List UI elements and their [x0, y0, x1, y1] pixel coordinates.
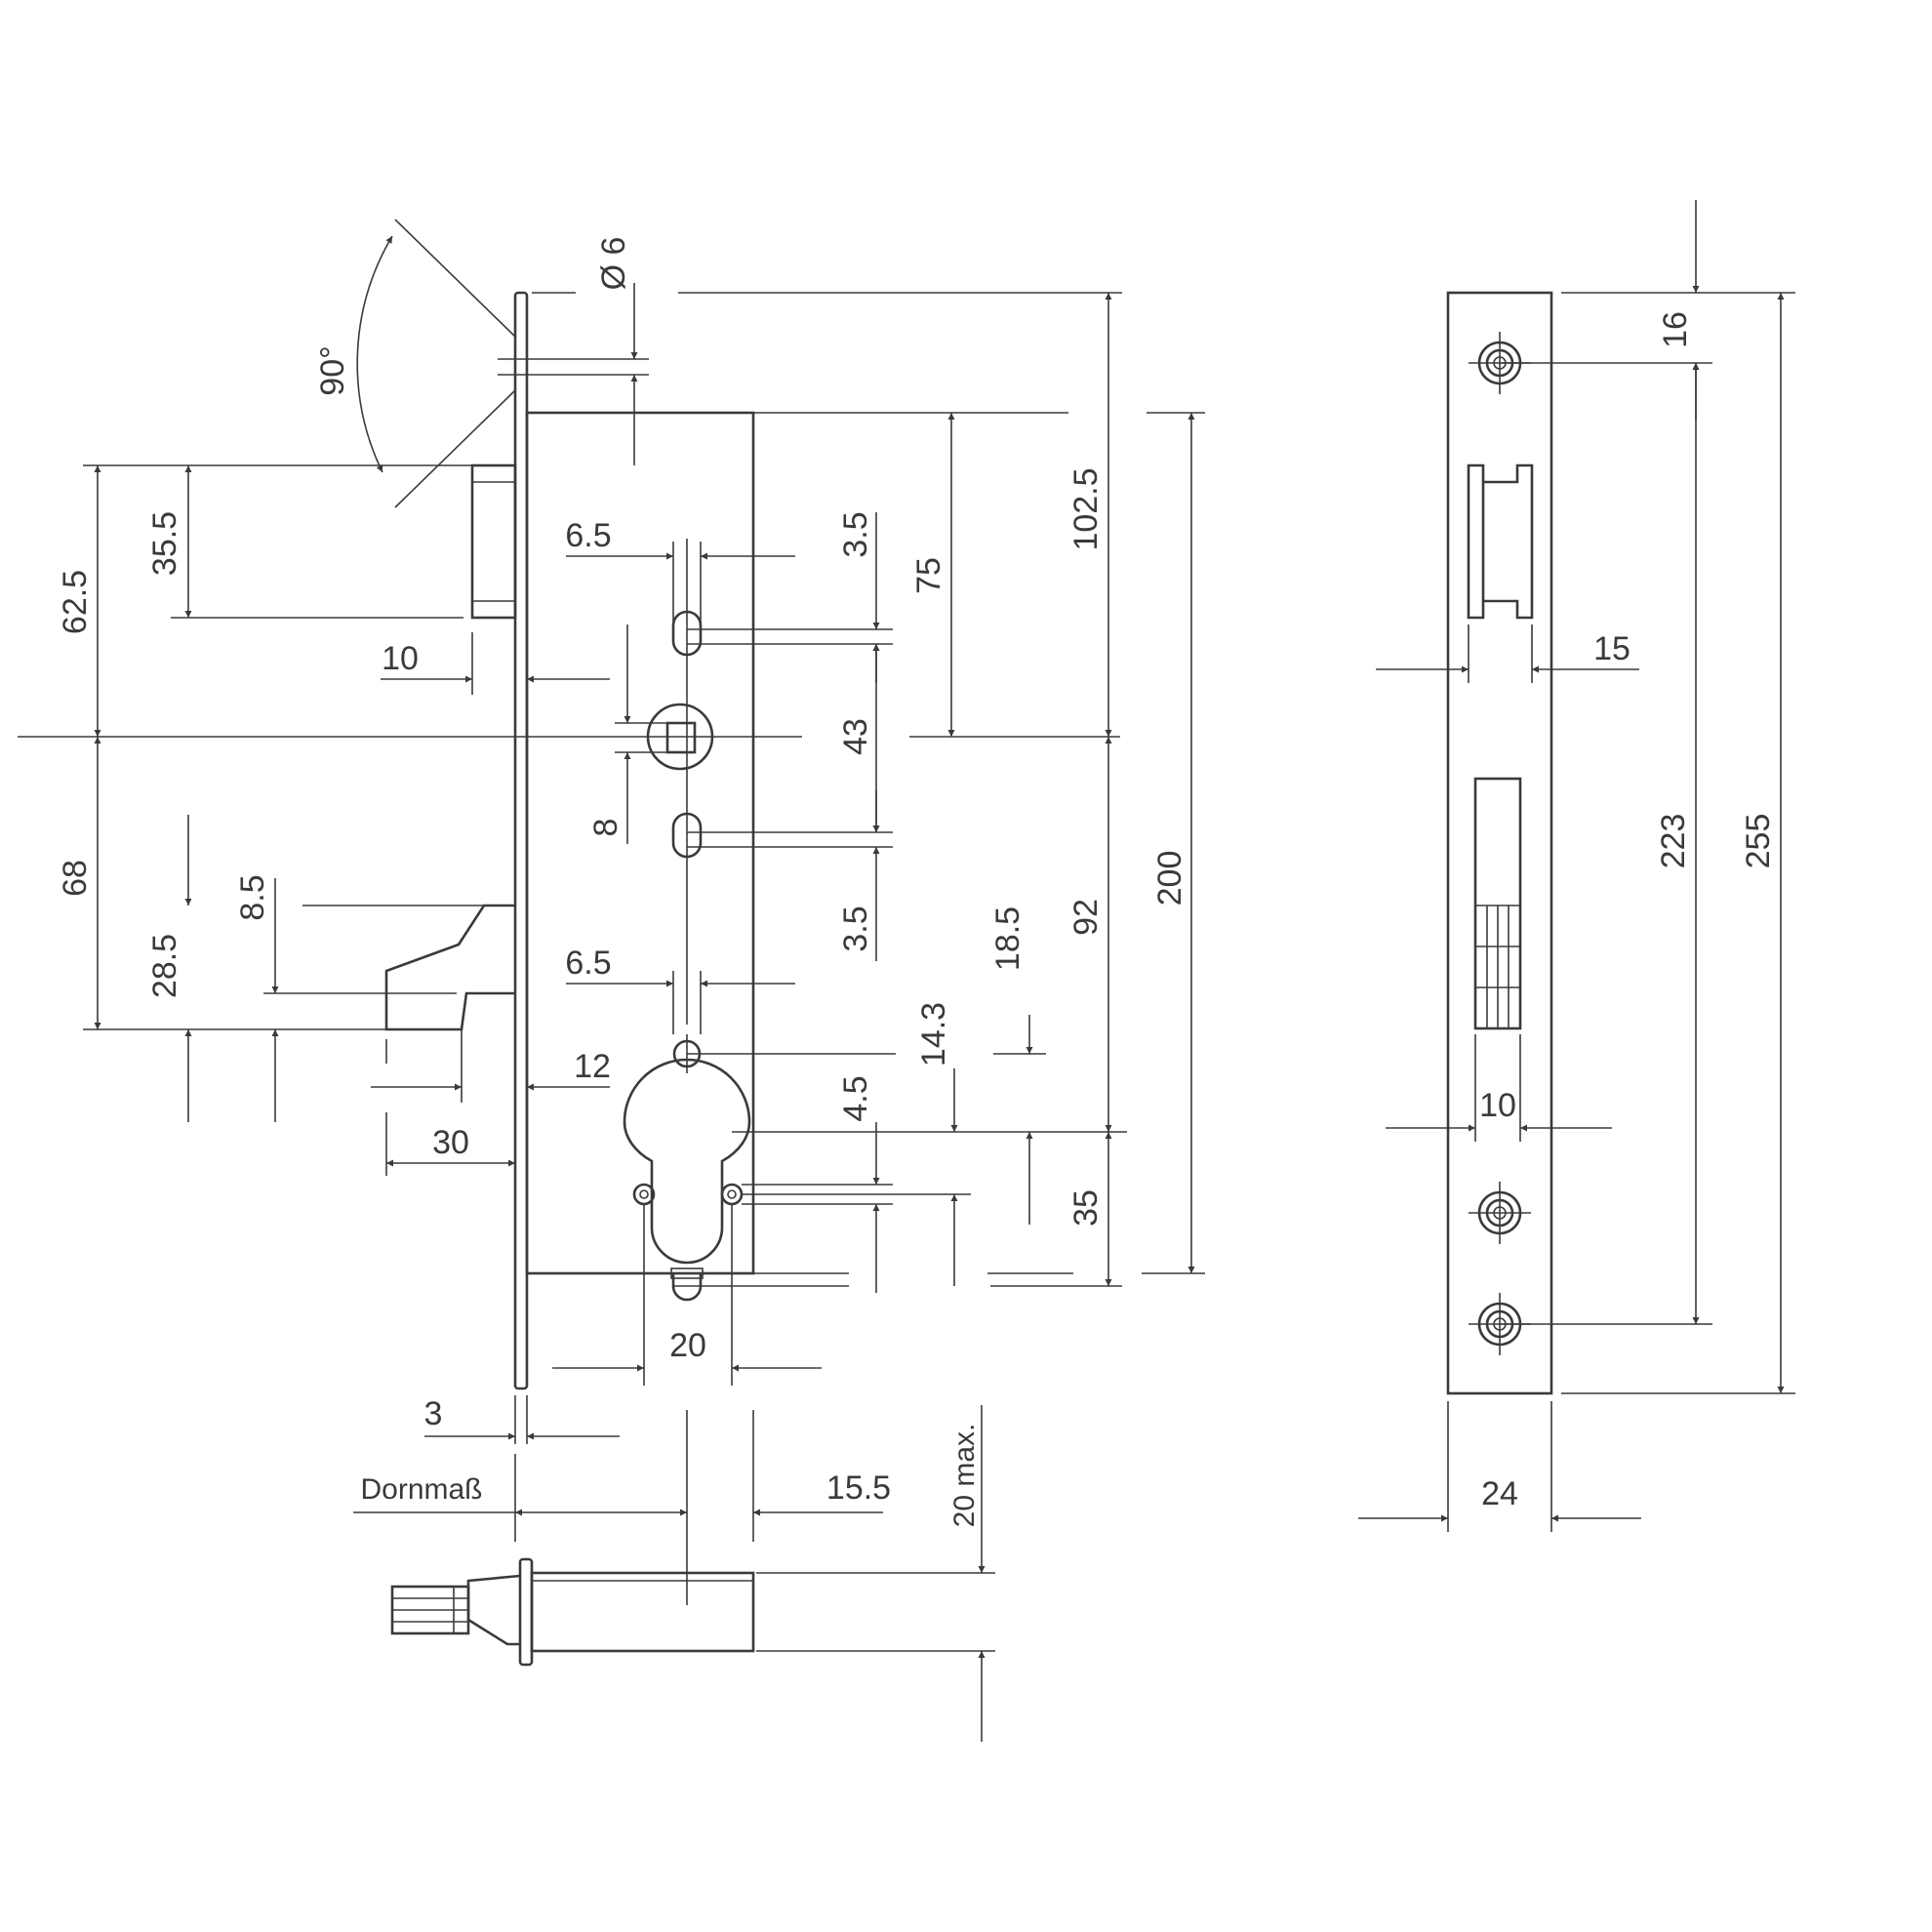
dim-3-5-mid-label: 3.5	[837, 906, 874, 951]
dim-255: 255	[1561, 293, 1795, 1394]
dim-223: 223	[1500, 363, 1712, 1325]
dim-dornmass: Dornmaß 15.5	[353, 1410, 891, 1605]
dim-8-label: 8	[587, 819, 624, 837]
dim-28-5-label: 28.5	[146, 934, 183, 998]
bottom-view-faceplate	[518, 1557, 534, 1667]
dim-24-label: 24	[1481, 1475, 1518, 1512]
dim-20-max: 20 max.	[756, 1405, 995, 1742]
latch-bolt	[470, 463, 517, 620]
dim-68: 68	[57, 737, 386, 1030]
middle-screw-hole	[1469, 1182, 1531, 1244]
side-view	[1446, 291, 1553, 1395]
dim-200-label: 200	[1151, 851, 1188, 906]
dim-6-5-top: 6.5	[565, 517, 795, 632]
dim-92: 92	[1067, 737, 1112, 1132]
dim-223-label: 223	[1655, 814, 1692, 869]
square-spindle	[665, 721, 697, 754]
dim-20-label: 20	[669, 1327, 706, 1364]
dim-14-3-label: 14.3	[915, 1002, 952, 1067]
angle-dimension: 90°	[314, 219, 516, 508]
dim-102-5: 102.5	[678, 292, 1122, 737]
dim-20: 20	[552, 1204, 822, 1386]
dim-24: 24	[1358, 1401, 1641, 1532]
dornmass-label: Dornmaß	[360, 1473, 482, 1506]
dim-35: 35	[527, 1132, 1122, 1287]
dim-4-5: 4.5	[732, 1075, 1127, 1293]
dim-6-5-mid: 6.5	[565, 945, 795, 1034]
bottom-view	[390, 1557, 755, 1667]
dim-12-label: 12	[574, 1048, 611, 1085]
angle-label: 90°	[314, 345, 351, 395]
dim-102-5-label: 102.5	[1067, 467, 1105, 550]
dim-3-label: 3	[424, 1395, 443, 1432]
dim-35-5-label: 35.5	[146, 511, 183, 576]
lock-case	[525, 411, 755, 1275]
dim-62-5: 62.5	[57, 465, 101, 737]
dim-20-max-label: 20 max.	[948, 1424, 981, 1528]
dim-18-5-label: 18.5	[989, 906, 1026, 971]
dim-10-side-label: 10	[1479, 1087, 1516, 1124]
bottom-screw-hole	[671, 1273, 703, 1302]
dim-30-label: 30	[432, 1124, 469, 1161]
bottom-view-case	[530, 1571, 755, 1653]
dim-92-label: 92	[1067, 899, 1105, 936]
dim-28-5: 28.5	[146, 815, 484, 1122]
dim-8: 8	[587, 624, 667, 844]
dim-43-label: 43	[837, 718, 874, 755]
dim-255-label: 255	[1740, 814, 1777, 869]
dim-10-side: 10	[1386, 1034, 1612, 1142]
dim-diameter: Ø 6	[498, 237, 649, 465]
dim-16-label: 16	[1657, 311, 1694, 348]
dim-35-5: 35.5	[83, 464, 472, 619]
bottom-view-latch	[466, 1574, 521, 1646]
front-view	[18, 291, 1120, 1390]
dim-3-5-mid: 3.5	[837, 790, 880, 961]
dim-43: 43	[687, 644, 893, 848]
dim-3: 3	[424, 1395, 620, 1444]
dim-68-label: 68	[57, 860, 94, 897]
dim-6-5-top-label: 6.5	[565, 517, 611, 554]
dim-62-5-label: 62.5	[57, 570, 94, 634]
side-faceplate	[1446, 291, 1553, 1395]
dead-bolt	[384, 904, 515, 1031]
diameter-label: Ø 6	[595, 237, 632, 291]
dim-3-5-top: 3.5	[687, 511, 893, 683]
dim-35-label: 35	[1067, 1189, 1105, 1227]
dim-10-left: 10	[381, 632, 610, 695]
dim-3-5-top-label: 3.5	[837, 511, 874, 557]
dim-8-5: 8.5	[234, 874, 457, 1122]
dim-16: 16	[1500, 200, 1795, 420]
cylinder-screw-hole-right	[720, 1183, 744, 1206]
dim-75-label: 75	[910, 557, 947, 594]
dim-8-5-label: 8.5	[234, 874, 271, 920]
dim-15: 15	[1376, 624, 1639, 683]
dim-10-left-label: 10	[382, 640, 419, 677]
dim-14-3: 14.3	[687, 1002, 958, 1286]
faceplate	[513, 291, 529, 1390]
dim-200: 200	[1142, 412, 1205, 1274]
dim-15-label: 15	[1593, 630, 1630, 667]
dim-12: 12	[371, 1029, 611, 1103]
dim-6-5-mid-label: 6.5	[565, 945, 611, 982]
dim-15-5-label: 15.5	[826, 1469, 891, 1507]
euro-cylinder-cutout	[623, 1058, 751, 1265]
dim-30: 30	[385, 1112, 515, 1176]
dim-18-5: 18.5	[989, 906, 1046, 1225]
dim-75: 75	[753, 412, 1068, 737]
side-latch	[1467, 463, 1534, 620]
dim-4-5-label: 4.5	[837, 1075, 874, 1121]
